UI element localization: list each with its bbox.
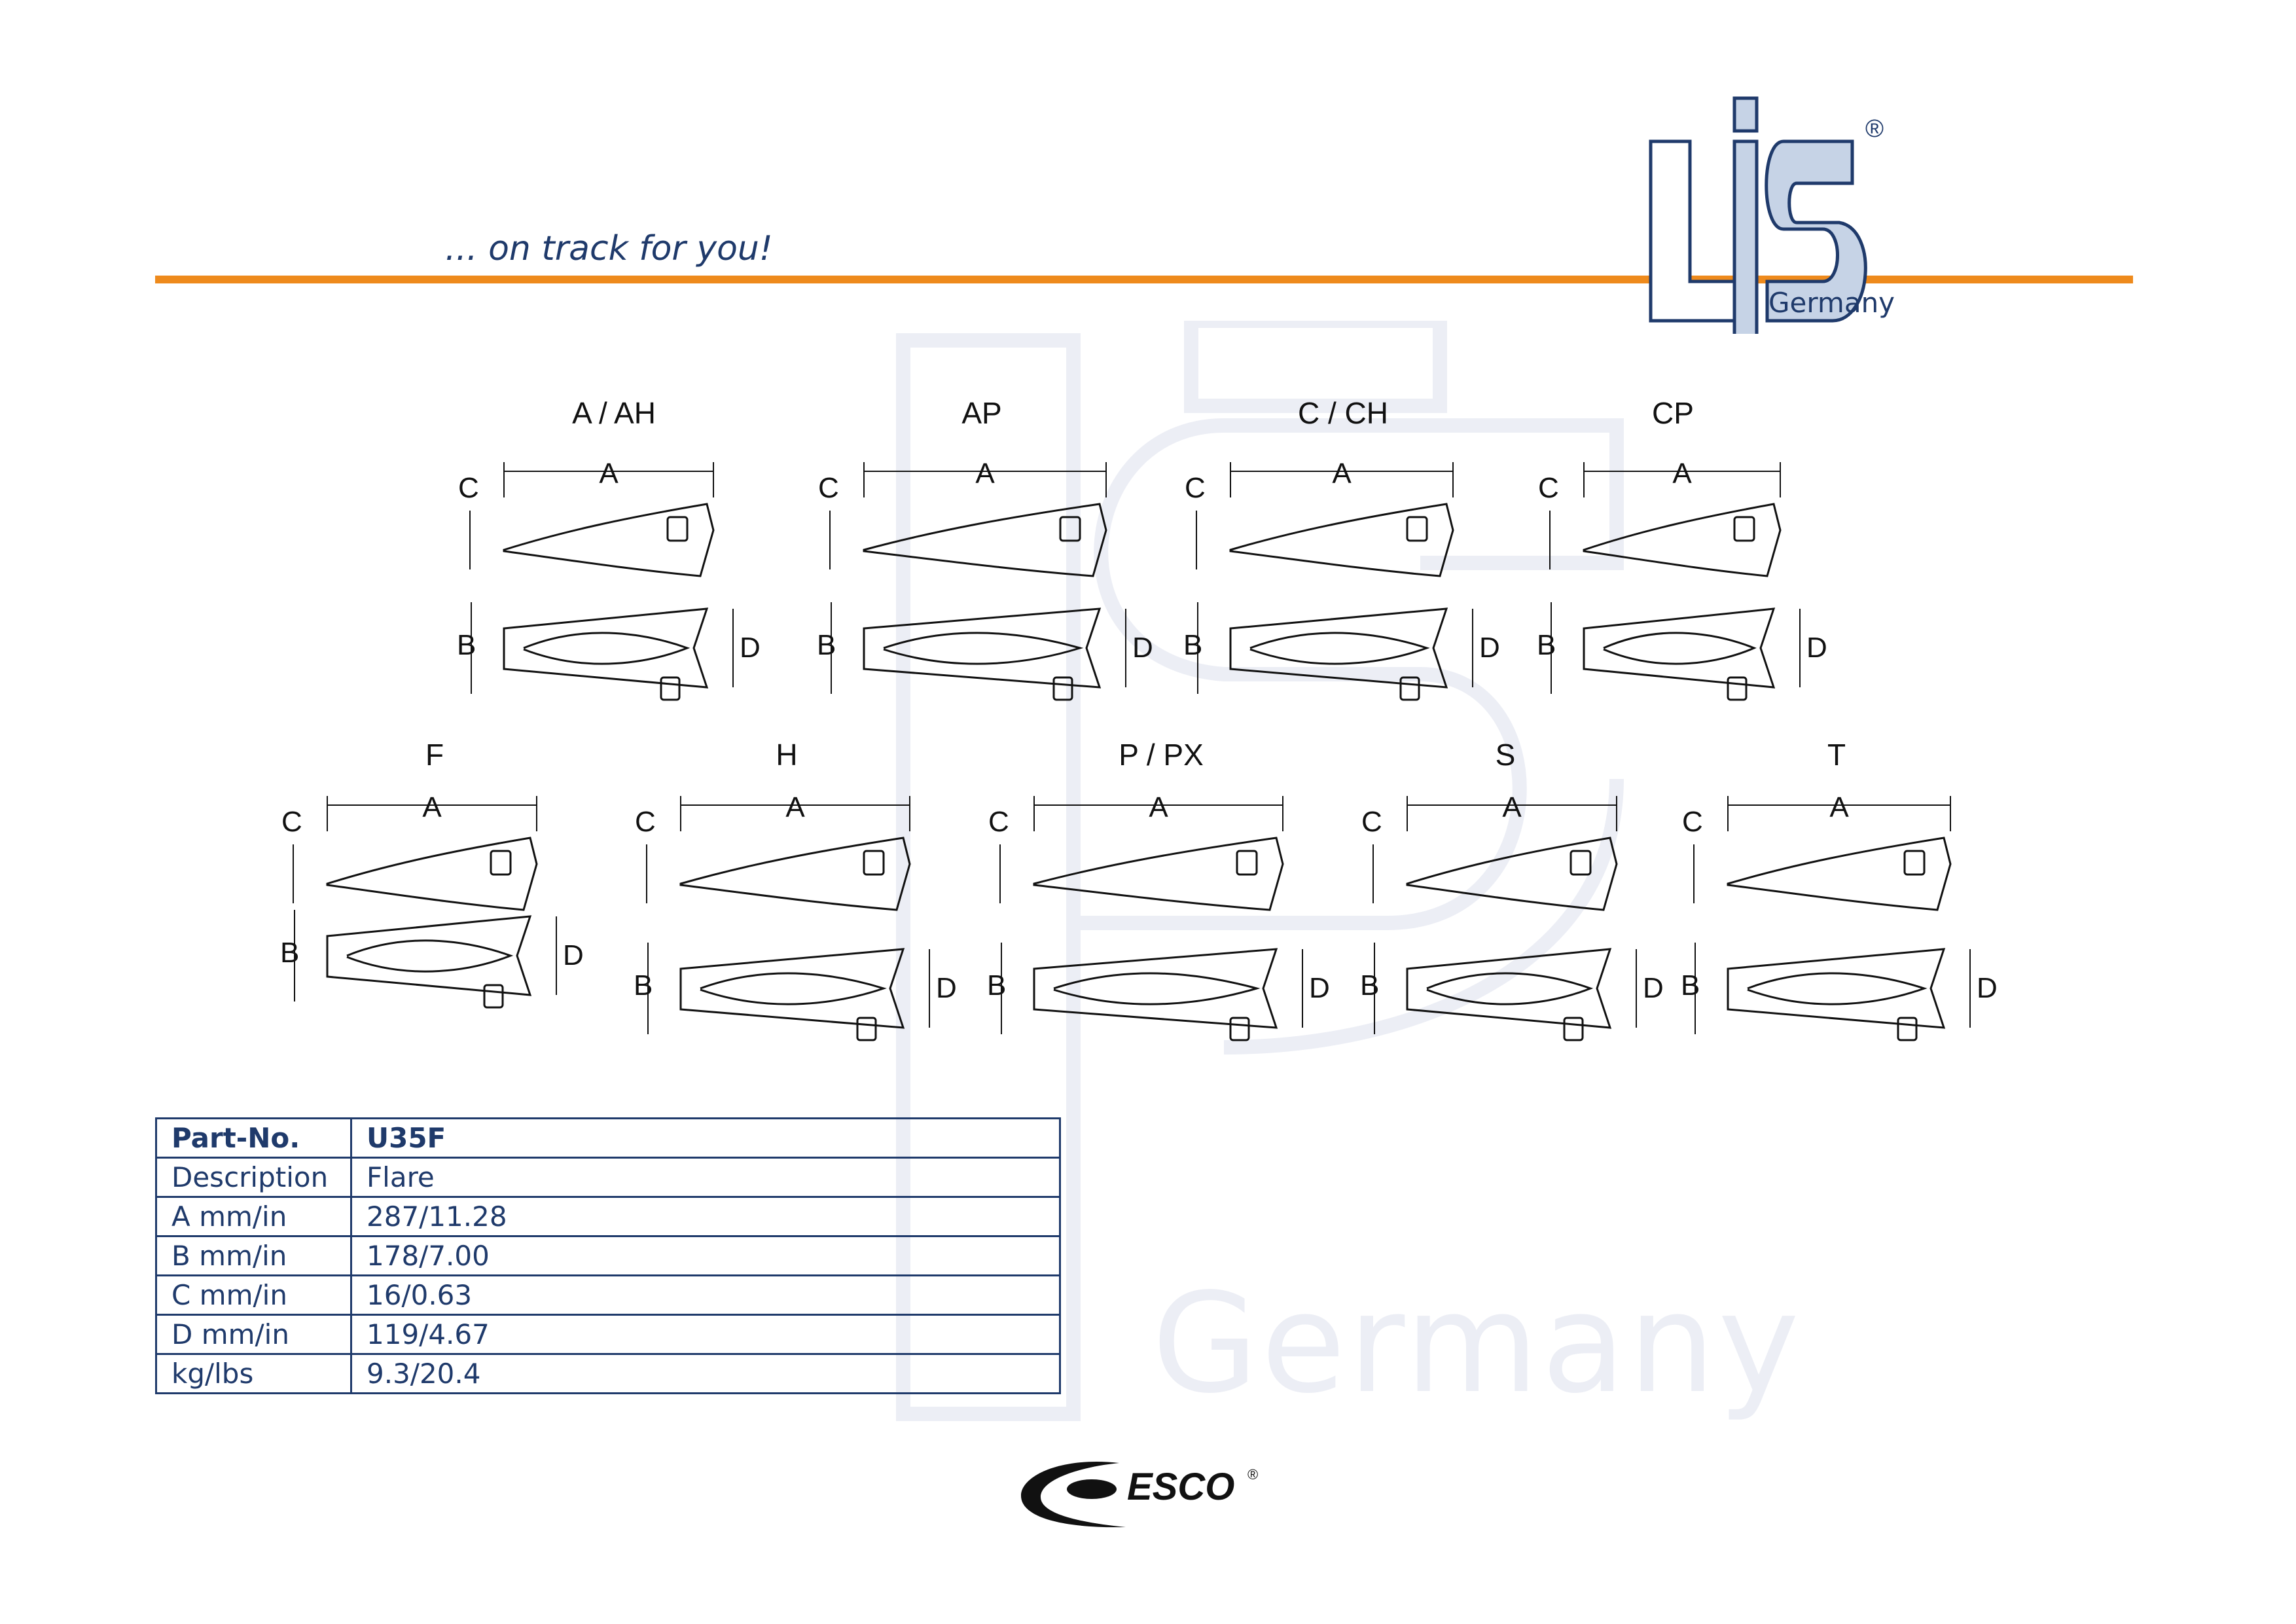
svg-text:B: B bbox=[1360, 969, 1379, 1001]
svg-text:D: D bbox=[1977, 972, 1998, 1004]
svg-text:B: B bbox=[457, 629, 476, 661]
svg-text:B: B bbox=[1681, 969, 1700, 1001]
svg-text:A: A bbox=[1502, 791, 1522, 823]
svg-text:A: A bbox=[422, 791, 442, 823]
drawing-title-f: F bbox=[425, 738, 444, 772]
svg-text:C: C bbox=[635, 806, 656, 838]
spec-value: U35F bbox=[350, 1117, 1061, 1159]
svg-text:A: A bbox=[1829, 791, 1849, 823]
svg-text:A: A bbox=[599, 458, 619, 490]
header-rule bbox=[155, 276, 2133, 283]
svg-text:B: B bbox=[280, 937, 299, 969]
svg-text:C: C bbox=[1361, 806, 1382, 838]
spec-value: 9.3/20.4 bbox=[350, 1353, 1061, 1394]
svg-text:B: B bbox=[817, 629, 836, 661]
svg-text:C: C bbox=[458, 472, 479, 504]
logo-registered-mark: ® bbox=[1865, 115, 1884, 143]
drawing-title-cp: CP bbox=[1652, 396, 1694, 430]
spec-key: Description bbox=[155, 1157, 352, 1198]
drawing-title-ap: AP bbox=[961, 396, 1002, 430]
spec-key: C mm/in bbox=[155, 1274, 352, 1316]
drawing-title-c-ch: C / CH bbox=[1298, 396, 1388, 430]
svg-text:C: C bbox=[988, 806, 1009, 838]
spec-value: 287/11.28 bbox=[350, 1196, 1061, 1237]
spec-value: 178/7.00 bbox=[350, 1235, 1061, 1276]
svg-text:D: D bbox=[1309, 972, 1330, 1004]
spec-key: kg/lbs bbox=[155, 1353, 352, 1394]
svg-text:A: A bbox=[1332, 458, 1352, 490]
svg-text:C: C bbox=[1538, 472, 1559, 504]
drawing-title-s: S bbox=[1495, 738, 1516, 772]
svg-text:D: D bbox=[1132, 632, 1153, 664]
drawing-title-a-ah: A / AH bbox=[572, 396, 656, 430]
drawing-title-h: H bbox=[776, 738, 798, 772]
svg-text:D: D bbox=[1806, 632, 1827, 664]
tagline: ... on track for you! bbox=[445, 229, 773, 268]
svg-text:B: B bbox=[1537, 629, 1556, 661]
svg-text:D: D bbox=[563, 939, 584, 971]
svg-text:D: D bbox=[1643, 972, 1664, 1004]
spec-value: 119/4.67 bbox=[350, 1314, 1061, 1355]
watermark-logo bbox=[896, 321, 1624, 1421]
svg-text:C: C bbox=[281, 806, 302, 838]
spec-key: B mm/in bbox=[155, 1235, 352, 1276]
svg-text:B: B bbox=[634, 969, 653, 1001]
spec-key: Part-No. bbox=[155, 1117, 352, 1159]
esco-registered-mark: ® bbox=[1247, 1466, 1259, 1483]
drawing-title-t: T bbox=[1827, 738, 1846, 772]
esco-brand: ESCO bbox=[1127, 1466, 1235, 1508]
lis-logo bbox=[1649, 96, 1867, 334]
svg-text:A: A bbox=[1672, 458, 1692, 490]
svg-text:C: C bbox=[1682, 806, 1703, 838]
spec-value: Flare bbox=[350, 1157, 1061, 1198]
svg-text:C: C bbox=[1185, 472, 1206, 504]
spec-key: D mm/in bbox=[155, 1314, 352, 1355]
logo-country: Germany bbox=[1768, 287, 1895, 319]
svg-text:C: C bbox=[818, 472, 839, 504]
svg-text:D: D bbox=[740, 632, 761, 664]
svg-text:A: A bbox=[1149, 791, 1168, 823]
spec-value: 16/0.63 bbox=[350, 1274, 1061, 1316]
spec-row: Part-No.U35F bbox=[155, 1117, 1061, 1159]
svg-text:A: A bbox=[975, 458, 995, 490]
svg-text:B: B bbox=[987, 969, 1006, 1001]
watermark-text: Germany bbox=[1152, 1263, 1803, 1424]
svg-text:A: A bbox=[785, 791, 805, 823]
spec-key: A mm/in bbox=[155, 1196, 352, 1237]
svg-text:D: D bbox=[1479, 632, 1500, 664]
svg-text:D: D bbox=[936, 972, 957, 1004]
esco-logo bbox=[1021, 1462, 1126, 1528]
svg-text:B: B bbox=[1183, 629, 1202, 661]
drawing-title-p-px: P / PX bbox=[1119, 738, 1204, 772]
